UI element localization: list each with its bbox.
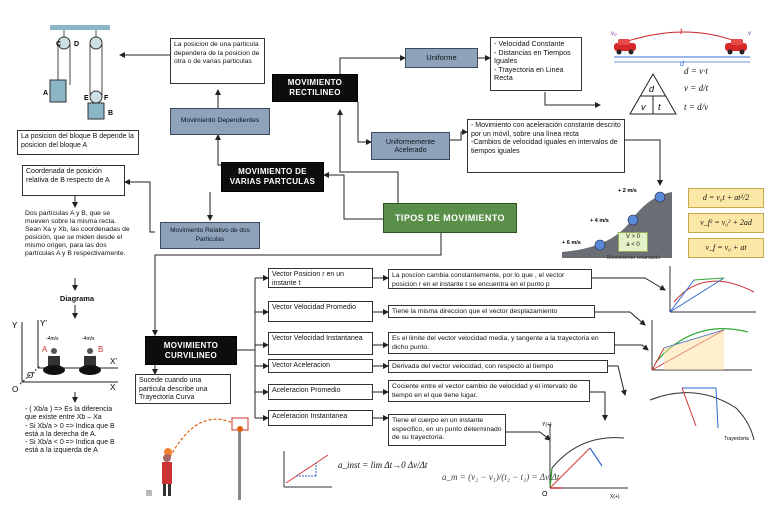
conditions-box: V > 0 a < 0 bbox=[618, 232, 648, 252]
particle-a: A bbox=[42, 345, 48, 354]
diagram-title: Diagrama bbox=[59, 294, 95, 303]
velocity-graph-small bbox=[276, 449, 334, 493]
curv-desc-acel-instantanea: Tiene el cuerpo en un instante especific… bbox=[388, 414, 506, 446]
relativo-label: Movimiento Relativo de dos Particulas bbox=[160, 222, 260, 249]
dependientes-description: La posicion de una particula dependera d… bbox=[170, 38, 265, 84]
speed-4: + 4 m/s bbox=[590, 218, 609, 224]
velocity-a: -4m/s bbox=[46, 336, 59, 342]
position-vector-graph bbox=[669, 266, 756, 313]
relativo-description: Coordenada de posición relativa de B res… bbox=[22, 165, 125, 196]
uniforme-description: - Velocidad Constante - Distancias en Ti… bbox=[490, 37, 582, 91]
pulley-e: E bbox=[84, 95, 89, 102]
curvilineo-title: MOVIMIENTO CURVILINEO bbox=[145, 336, 237, 365]
pulley-b: B bbox=[108, 110, 113, 117]
retardado-caption: Movimiento retardado bbox=[607, 255, 661, 261]
triangle-t: t bbox=[658, 102, 661, 112]
triangle-d: d bbox=[649, 84, 655, 94]
velocity-b: -4m/s bbox=[82, 336, 95, 342]
curv-label-acel-instantanea: Aceleracion Instantanea bbox=[268, 410, 373, 426]
car-v0-label: v₀ bbox=[611, 31, 617, 37]
origin-o2: O' bbox=[27, 371, 35, 380]
axis-y: Y bbox=[12, 321, 18, 330]
graph-y-label: Y(+) bbox=[542, 422, 552, 428]
trayectoria-label-right: Trayectoria bbox=[724, 436, 749, 442]
curv-label-aceleracion: Vector Aceleracion bbox=[268, 359, 373, 373]
graph-origin: O bbox=[542, 491, 548, 498]
triangle-v: v bbox=[641, 102, 646, 112]
speed-2: + 2 m/s bbox=[618, 188, 637, 194]
curv-desc-posicion: La poscion cambia constantemente, por lo… bbox=[388, 269, 592, 289]
dependientes-label: Movimiento Dependientes bbox=[170, 108, 270, 135]
formula-vf-squared: v_f² = v₀² + 2ad bbox=[688, 213, 764, 233]
varias-title: MOVIMIENTO DE VARIAS PARTCULAS bbox=[221, 162, 324, 192]
axis-y2: Y' bbox=[40, 319, 47, 328]
curv-label-acel-promedio: Aceleracion Promedio bbox=[268, 384, 373, 400]
rectilineo-title: MOVIMIENTO RECTILINEO bbox=[272, 74, 358, 102]
pulley-a: A bbox=[43, 90, 48, 97]
formula-acel-instantanea: a_inst = lim Δt→0 Δv/Δt bbox=[338, 460, 428, 470]
car-time-label: t bbox=[680, 27, 683, 36]
pulley-f: F bbox=[104, 95, 109, 102]
curvilineo-description: Sucede cuando una particula describe una… bbox=[135, 374, 231, 404]
formula-vf: v_f = v₀ + at bbox=[688, 238, 764, 258]
formula-v: v = d/t bbox=[684, 83, 709, 93]
relativo-detail: Dos partículas A y B, que se mueven sobr… bbox=[25, 210, 130, 257]
pulley-c: C bbox=[56, 41, 61, 48]
curv-label-posicion: Vector Posicion r en un instante t bbox=[268, 268, 373, 288]
speed-6: + 6 m/s bbox=[562, 240, 581, 246]
velocity-vector-graph bbox=[651, 320, 752, 371]
particle-b: B bbox=[98, 345, 103, 354]
axis-x2: X' bbox=[110, 357, 117, 366]
formula-acel-promedio: a_m = (v₂ − v₁)/(t₂ − t₁) = Δv/Δt bbox=[442, 472, 560, 482]
car-motion-illustration: t d v₀ v bbox=[611, 27, 752, 66]
curv-desc-vel-promedio: Tiene la misma direccion que el vector d… bbox=[388, 305, 595, 318]
graph-x-label: X(+) bbox=[610, 494, 620, 500]
instant-acceleration-graph: Y(+) X(+) O bbox=[542, 422, 628, 500]
condition-v: V > 0 bbox=[625, 234, 641, 240]
condition-a: a < 0 bbox=[626, 241, 640, 248]
curv-desc-aceleracion: Derivada del vector velocidad, con respe… bbox=[388, 360, 608, 373]
acelerado-label: Uniformemente Acelerado bbox=[371, 132, 450, 160]
origin-o: O bbox=[12, 385, 18, 394]
pulley-illustration: C D A B E F bbox=[43, 25, 113, 120]
curv-desc-acel-promedio: Cociente entre el vector cambio de veloc… bbox=[388, 380, 590, 402]
acelerado-description: - Movimiento con aceleración constante d… bbox=[467, 119, 625, 173]
uniforme-label: Uniforme bbox=[405, 48, 478, 68]
curv-label-vel-promedio: Vector Velocidad Promedio bbox=[268, 301, 373, 322]
car-v-label: v bbox=[748, 31, 752, 37]
car-distance-label: d bbox=[680, 61, 685, 66]
main-title: TIPOS DE MOVIMIENTO bbox=[383, 203, 517, 233]
axis-x: X bbox=[110, 383, 116, 392]
relativo-rules: - ( Xb/a ) => Es la diferencia que exist… bbox=[25, 406, 115, 455]
acceleration-trajectory-graph: Trayectoria bbox=[649, 387, 755, 442]
basketball-illustration bbox=[146, 417, 249, 500]
curv-desc-vel-instantanea: Es el limite del vector velocidad media,… bbox=[388, 332, 615, 354]
curv-label-vel-instantanea: Vector Velocidad Instantanea bbox=[268, 332, 373, 355]
dvt-triangle: d v t bbox=[629, 72, 677, 115]
formula-d: d = v·t bbox=[684, 66, 708, 76]
formula-distance: d = v₀t + at²/2 bbox=[688, 188, 764, 208]
pulley-note: La posicion del bloque B depende la posi… bbox=[17, 130, 139, 155]
formula-t: t = d/v bbox=[684, 102, 709, 112]
pulley-d: D bbox=[74, 41, 79, 48]
relative-motion-diagram: Y Y' X X' O O' A B -4m/s -4m/s bbox=[12, 319, 118, 394]
